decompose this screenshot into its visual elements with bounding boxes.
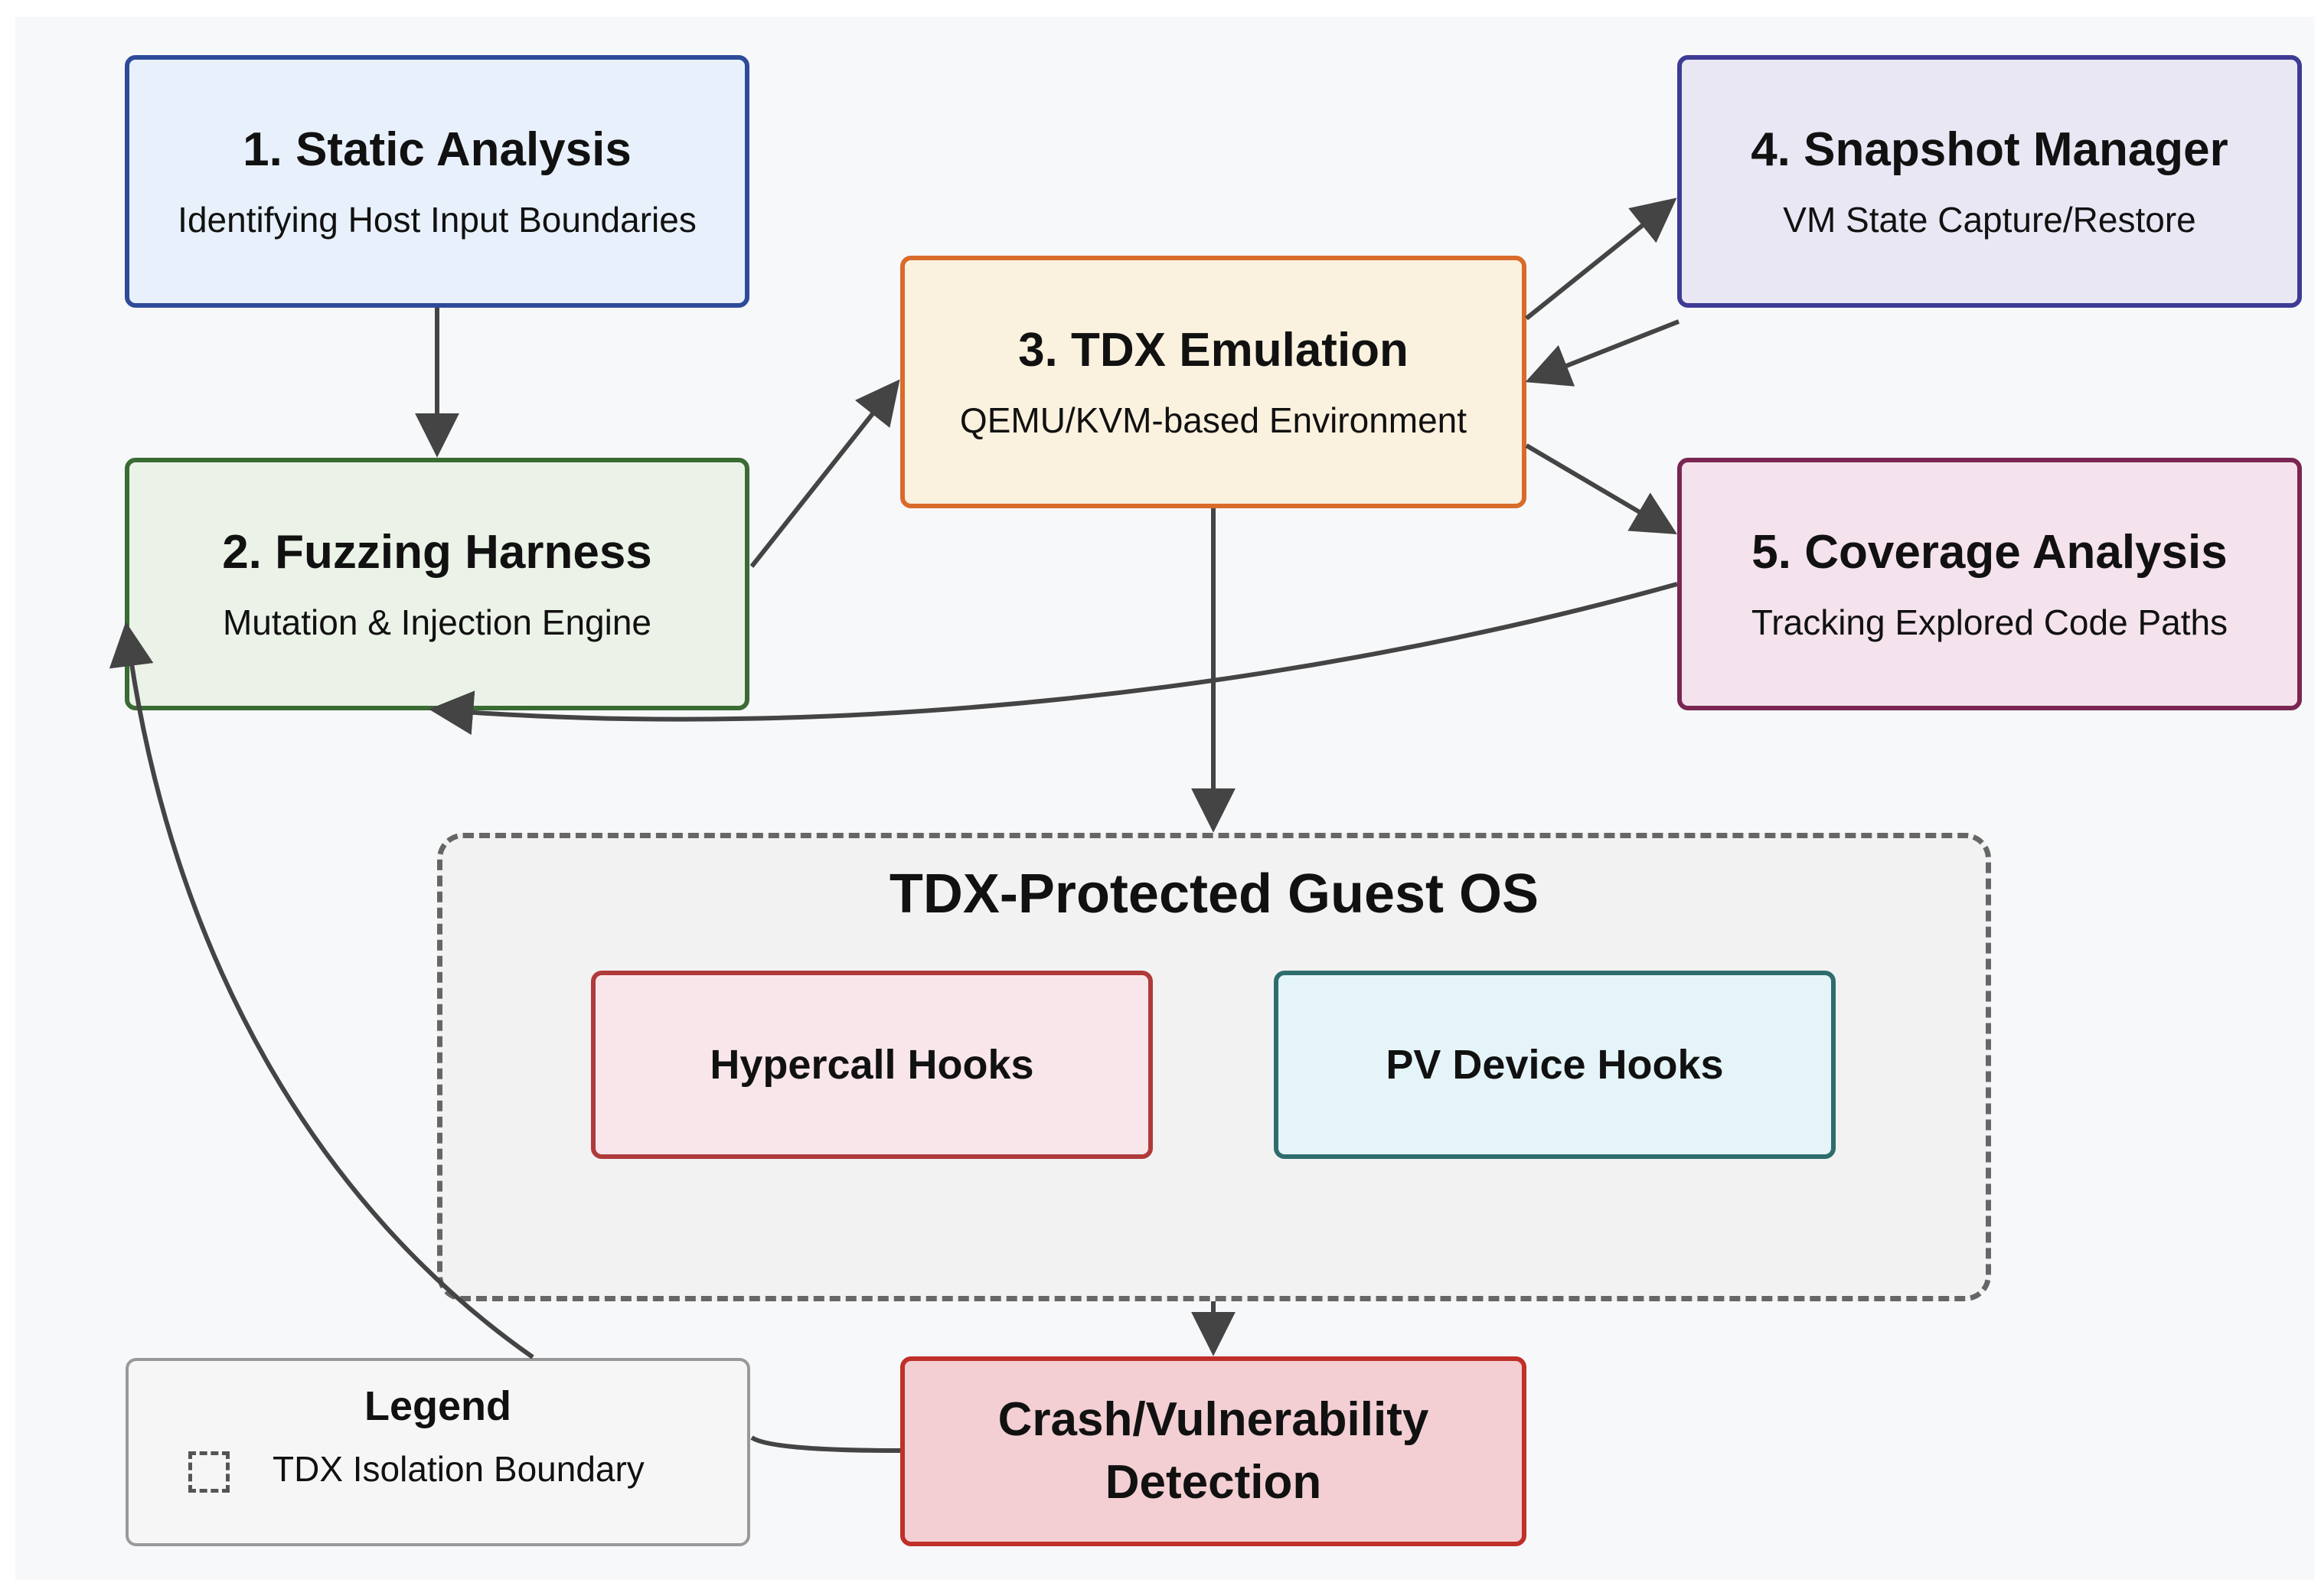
pv-device-hooks-label: PV Device Hooks [1386,1042,1724,1088]
hypercall-hooks-box: Hypercall Hooks [591,971,1153,1159]
legend-dashed-swatch [188,1451,230,1493]
static-analysis-box: 1. Static Analysis Identifying Host Inpu… [125,55,749,308]
snapshot-manager-subtitle: VM State Capture/Restore [1783,200,2196,240]
static-analysis-subtitle: Identifying Host Input Boundaries [178,200,697,240]
legend-title: Legend [364,1383,511,1429]
snapshot-manager-title: 4. Snapshot Manager [1751,123,2228,176]
hypercall-hooks-label: Hypercall Hooks [710,1042,1034,1088]
legend-item-label: TDX Isolation Boundary [273,1449,645,1489]
coverage-analysis-box: 5. Coverage Analysis Tracking Explored C… [1677,458,2302,710]
pv-device-hooks-box: PV Device Hooks [1274,971,1836,1159]
edge-fuzzing-harness-to-tdx-emulation [749,379,900,568]
crash-detection-title-line2: Detection [1105,1456,1322,1509]
edge-crash-detection-to-fuzzing-harness [126,626,901,1453]
tdx-emulation-subtitle: QEMU/KVM-based Environment [959,400,1467,440]
edge-snapshot-manager-to-tdx-emulation [1525,319,1680,387]
edge-tdx-emulation-to-coverage-analysis [1525,443,1677,534]
tdx-emulation-box: 3. TDX Emulation QEMU/KVM-based Environm… [900,256,1526,508]
edge-tdx-emulation-to-snapshot-manager [1525,197,1677,321]
fuzzing-harness-box: 2. Fuzzing Harness Mutation & Injection … [125,458,749,710]
static-analysis-title: 1. Static Analysis [243,123,632,176]
coverage-analysis-subtitle: Tracking Explored Code Paths [1751,602,2228,642]
tdx-emulation-title: 3. TDX Emulation [1018,324,1409,377]
edge-coverage-analysis-to-fuzzing-harness [429,582,1678,736]
fuzzing-harness-title: 2. Fuzzing Harness [222,526,652,579]
coverage-analysis-title: 5. Coverage Analysis [1751,526,2228,579]
crash-detection-box: Crash/Vulnerability Detection [900,1356,1526,1546]
fuzzing-harness-subtitle: Mutation & Injection Engine [222,602,652,642]
guest-os-title: TDX-Protected Guest OS [889,863,1539,925]
crash-detection-title-line1: Crash/Vulnerability [997,1393,1429,1446]
legend-box: Legend TDX Isolation Boundary [126,1358,750,1546]
snapshot-manager-box: 4. Snapshot Manager VM State Capture/Res… [1677,55,2302,308]
